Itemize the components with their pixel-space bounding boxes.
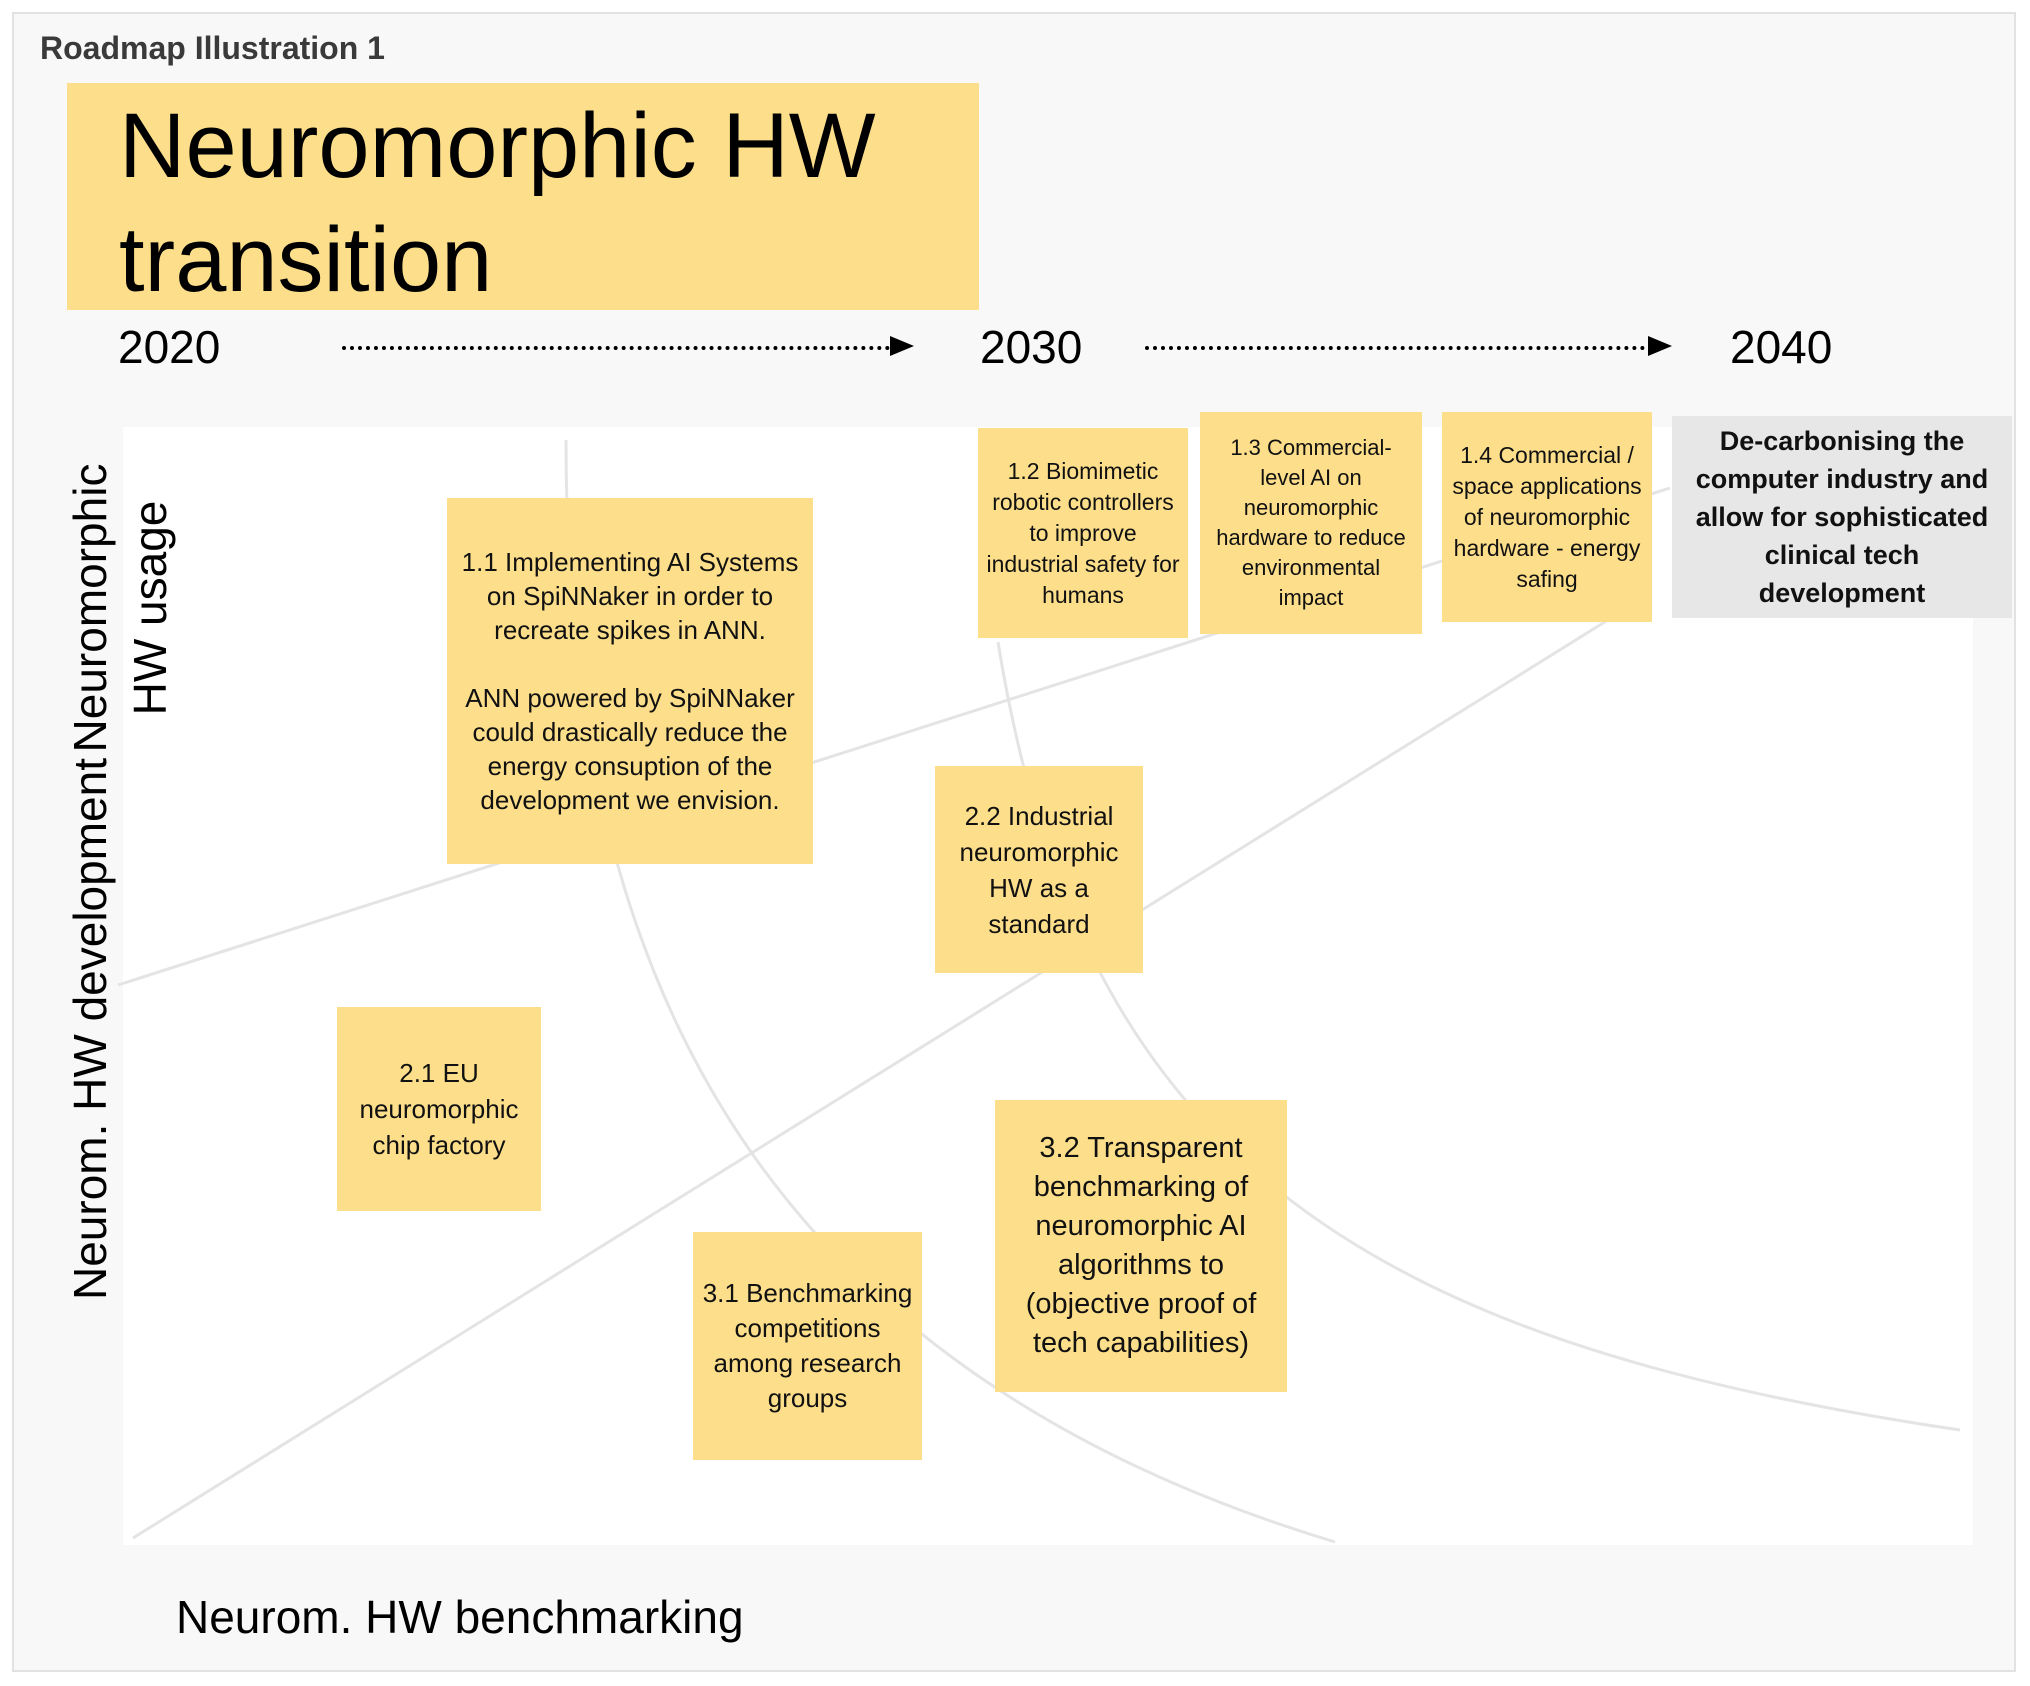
sticky-note-1-4[interactable]: 1.4 Commercial / space applications of n… xyxy=(1442,412,1652,622)
sticky-note-3-2[interactable]: 3.2 Transparent benchmarking of neuromor… xyxy=(995,1100,1287,1392)
axis-label-hw-usage[interactable]: Neuromorphic HW usage xyxy=(64,463,176,753)
timeline-arrow-2 xyxy=(1145,346,1645,350)
axis-label-hw-benchmarking[interactable]: Neurom. HW benchmarking xyxy=(176,1591,744,1643)
timeline-arrow-1 xyxy=(342,346,890,350)
year-2030: 2030 xyxy=(980,321,1083,373)
frame-label[interactable]: Roadmap Illustration 1 xyxy=(40,30,385,66)
development-curve xyxy=(132,598,1641,1540)
sticky-note-1-3[interactable]: 1.3 Commercial-level AI on neuromorphic … xyxy=(1200,412,1422,634)
sticky-note-2-2[interactable]: 2.2 Industrial neuromorphic HW as a stan… xyxy=(935,766,1143,973)
usage-curve xyxy=(117,486,1671,987)
sticky-note-3-1[interactable]: 3.1 Benchmarking competitions among rese… xyxy=(693,1232,922,1460)
axis-label-hw-development[interactable]: Neurom. HW development xyxy=(64,758,116,1300)
roadmap-title[interactable]: Neuromorphic HW transition xyxy=(67,83,979,311)
sticky-note-1-2[interactable]: 1.2 Biomimetic robotic controllers to im… xyxy=(978,428,1188,638)
year-2020: 2020 xyxy=(118,321,221,373)
goal-box[interactable]: De-carbonising the computer industry and… xyxy=(1672,416,2012,618)
arrow-head-icon xyxy=(1648,336,1672,356)
year-2040: 2040 xyxy=(1730,321,1833,373)
sticky-note-2-1[interactable]: 2.1 EU neuromorphic chip factory xyxy=(337,1007,541,1211)
sticky-note-1-1[interactable]: 1.1 Implementing AI Systems on SpiNNaker… xyxy=(447,498,813,864)
arrow-head-icon xyxy=(890,336,914,356)
